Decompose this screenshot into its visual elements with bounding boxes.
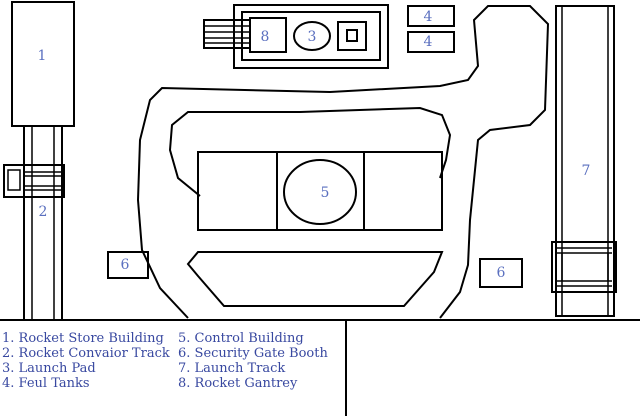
launch-pad: 3 xyxy=(293,21,331,51)
legend-panel: 1. Rocket Store Building 2. Rocket Conva… xyxy=(0,319,640,416)
legend-item-4: 4. Feul Tanks xyxy=(2,376,90,391)
fuel-tank-b: 4 xyxy=(407,31,455,53)
rocket-store-building: 1 xyxy=(11,1,75,127)
legend-item-6: 6. Security Gate Booth xyxy=(178,346,328,361)
legend-item-2: 2. Rocket Convaior Track xyxy=(2,346,170,361)
launch-pad-label: 3 xyxy=(308,29,317,45)
launch-track-label: 7 xyxy=(582,163,591,179)
rocket-store-building-label: 1 xyxy=(38,48,47,64)
security-booth-right: 6 xyxy=(479,258,523,288)
conveyor-track: 2 xyxy=(3,125,65,321)
legend-item-3: 3. Launch Pad xyxy=(2,361,96,376)
security-booth-left: 6 xyxy=(107,251,149,279)
access-road xyxy=(136,5,550,319)
apron-platform xyxy=(186,251,444,307)
legend-item-7: 7. Launch Track xyxy=(178,361,285,376)
security-booth-left-label: 6 xyxy=(121,257,130,273)
launch-pad-area: 8 3 xyxy=(203,4,389,69)
legend-item-1: 1. Rocket Store Building xyxy=(2,331,164,346)
launch-track: 7 xyxy=(551,5,617,317)
legend-item-5: 5. Control Building xyxy=(178,331,304,346)
control-building-label: 5 xyxy=(321,185,330,201)
fuel-tank-a: 4 xyxy=(407,5,455,27)
control-building: 5 xyxy=(197,151,443,231)
rocket-gantry: 8 xyxy=(203,17,287,53)
conveyor-track-label: 2 xyxy=(39,204,48,220)
security-booth-right-label: 6 xyxy=(497,265,506,281)
fuel-tank-a-label: 4 xyxy=(424,9,433,25)
rocket-gantry-label: 8 xyxy=(261,29,270,45)
legend-item-8: 8. Rocket Gantrey xyxy=(178,376,298,391)
fuel-tank-b-label: 4 xyxy=(424,34,433,50)
